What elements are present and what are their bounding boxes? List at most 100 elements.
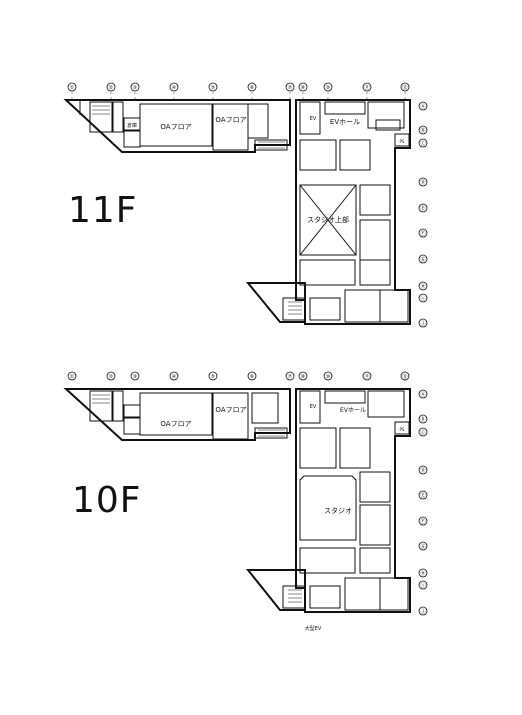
row-label: Ⓗ [420, 283, 425, 290]
column-label: ⑤ [211, 85, 215, 91]
grid-marker [418, 568, 428, 578]
room-label-ps: PS [400, 139, 405, 144]
grid-marker [418, 318, 428, 328]
grid-marker [298, 82, 308, 92]
row-label: Ⓐ [420, 391, 425, 398]
floor-label-11f: 11F [68, 190, 138, 231]
row-markers-10f [418, 389, 428, 616]
column-label: ⑫ [402, 373, 407, 380]
grid-marker [418, 427, 428, 437]
column-label: ⑦ [288, 374, 293, 380]
row-markers-11f [418, 101, 428, 328]
grid-marker [418, 465, 428, 475]
grid-marker [418, 414, 428, 424]
row-label: Ⓑ [420, 416, 425, 423]
grid-lines-11f [71, 92, 406, 100]
grid-marker [323, 371, 333, 381]
grid-marker [418, 541, 428, 551]
row-label: Ⓘ [420, 295, 425, 302]
row-label: Ⓔ [420, 205, 425, 212]
column-label: ② [109, 374, 114, 380]
column-label: ⑪ [364, 84, 369, 91]
room-label-storage: 倉庫 [127, 122, 137, 129]
row-label: Ⓓ [420, 467, 425, 474]
grid-marker [418, 101, 428, 111]
outer-walls-10f [63, 388, 411, 613]
plan-11f: ① ② ③ ④ ⑤ ⑥ ⑦ ⑧ ⑩ ⑪ ⑫ [63, 82, 428, 328]
grid-marker [400, 82, 410, 92]
floor-label-10f: 10F [72, 480, 142, 521]
grid-marker [130, 82, 140, 92]
grid-marker [418, 293, 428, 303]
row-label: Ⓕ [420, 518, 425, 525]
plan-10f: ① ② ③ ④ ⑤ ⑥ ⑦ ⑧ ⑩ ⑪ ⑫ [63, 371, 428, 632]
column-markers-10f [67, 371, 410, 381]
grid-marker [418, 203, 428, 213]
grid-marker [285, 371, 295, 381]
grid-marker [106, 371, 116, 381]
room-label-studio-upper: スタジオ上部 [307, 215, 349, 224]
column-label: ④ [172, 85, 177, 91]
column-label: ④ [172, 374, 177, 380]
row-label: Ⓐ [420, 103, 425, 110]
grid-marker [106, 82, 116, 92]
column-label: ⑫ [402, 84, 407, 91]
grid-marker [208, 82, 218, 92]
grid-marker [418, 254, 428, 264]
column-label: ⑧ [301, 85, 306, 91]
grid-marker [130, 371, 140, 381]
column-label: ⑥ [250, 374, 255, 380]
grid-marker [208, 371, 218, 381]
grid-marker [362, 371, 372, 381]
column-label: ⑦ [288, 85, 293, 91]
room-label-ev-hall: EVホール [340, 407, 366, 414]
grid-marker [362, 82, 372, 92]
row-label: Ⓙ [420, 608, 425, 615]
grid-marker [418, 606, 428, 616]
grid-marker [418, 389, 428, 399]
grid-marker [418, 125, 428, 135]
column-label: ⑥ [250, 85, 255, 91]
row-label: Ⓒ [420, 140, 425, 147]
room-label-oa-floor: OAフロア [215, 406, 246, 414]
grid-marker [418, 516, 428, 526]
column-label: ⑩ [326, 374, 331, 380]
grid-marker [247, 82, 257, 92]
column-label: ⑧ [301, 374, 306, 380]
grid-marker [298, 371, 308, 381]
grid-marker [169, 371, 179, 381]
row-label: Ⓗ [420, 570, 425, 577]
row-label: Ⓖ [420, 543, 425, 550]
room-label-ev: EV [310, 116, 317, 122]
column-label: ③ [133, 85, 137, 91]
row-label: Ⓙ [420, 320, 425, 327]
row-label: Ⓔ [420, 492, 425, 499]
grid-marker [418, 177, 428, 187]
grid-marker [418, 580, 428, 590]
grid-marker [400, 371, 410, 381]
row-label: Ⓖ [420, 256, 425, 263]
column-label: ⑤ [211, 374, 215, 380]
row-label: Ⓑ [420, 127, 425, 134]
room-label-ev: EV [310, 404, 317, 410]
row-label: Ⓘ [420, 582, 425, 589]
stairs-11f [92, 105, 302, 315]
grid-marker [418, 138, 428, 148]
column-label: ③ [133, 374, 137, 380]
room-label-ev-hall: EVホール [330, 118, 360, 126]
room-label-oa-floor: OAフロア [215, 116, 246, 124]
stairs-10f [92, 394, 302, 603]
room-label-oa-floor: OAフロア [160, 420, 191, 428]
room-label-ps: PS [400, 427, 405, 432]
partitions-11f [79, 100, 410, 323]
column-label: ⑪ [364, 373, 369, 380]
column-label: ① [70, 374, 75, 380]
column-markers-11f [67, 82, 410, 92]
grid-marker [169, 82, 179, 92]
grid-marker [285, 82, 295, 92]
room-label-large-ev: 大型EV [305, 625, 322, 632]
room-label-oa-floor: OAフロア [160, 123, 191, 131]
partitions-10f [89, 390, 410, 611]
